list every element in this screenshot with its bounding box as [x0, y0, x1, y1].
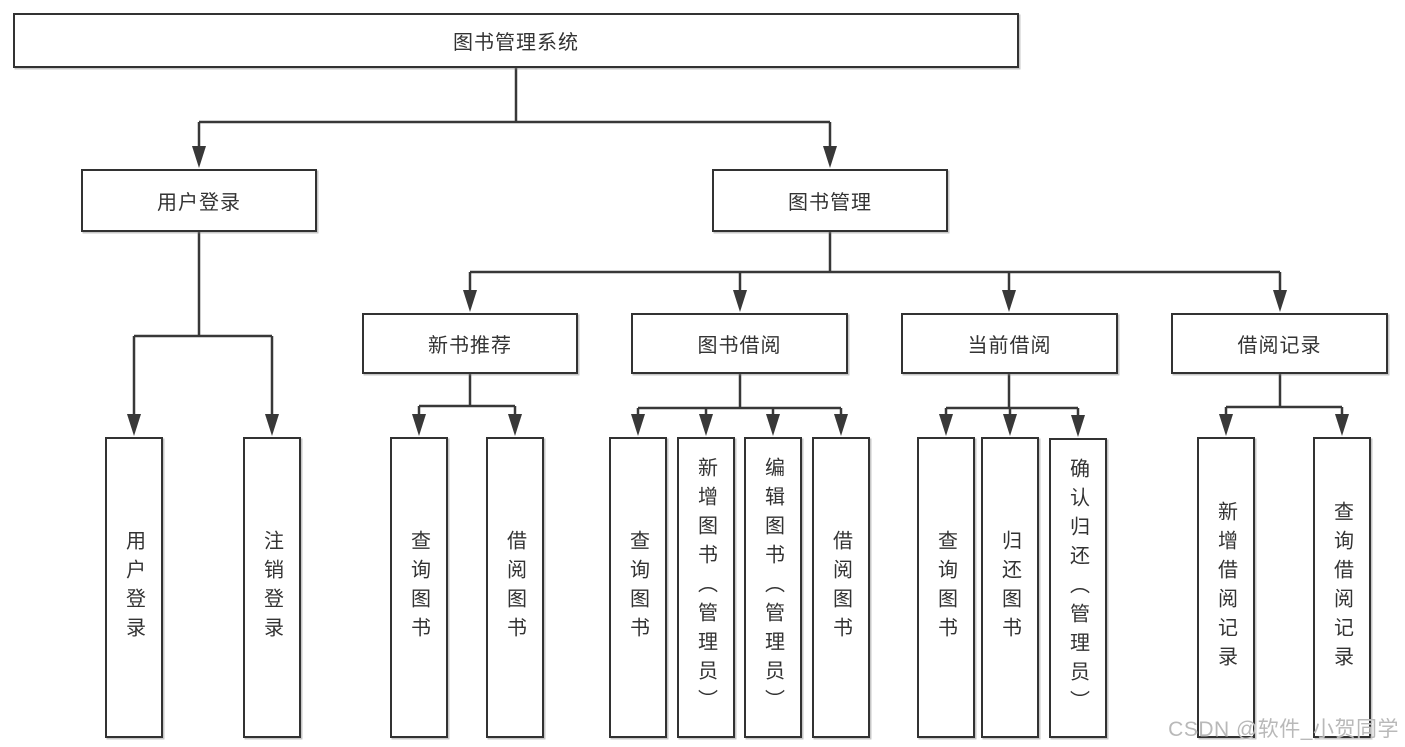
leaf-borrow-books-recommend: 借阅图书 [486, 437, 544, 738]
leaf-query-borrow-record: 查询借阅记录 [1313, 437, 1371, 738]
leaf-user-login-label: 用户登录 [122, 529, 145, 646]
node-borrowing-records: 借阅记录 [1171, 313, 1388, 374]
arrowhead-icon [508, 414, 522, 436]
arrowhead-icon [1273, 290, 1287, 312]
leaf-confirm-return-admin: 确认归还（管理员） [1049, 438, 1107, 738]
node-book-management: 图书管理 [712, 169, 948, 232]
node-new-book-recommend: 新书推荐 [362, 313, 578, 374]
node-borrowing-records-label: 借阅记录 [1237, 335, 1322, 357]
leaf-query-books-recommend: 查询图书 [390, 437, 448, 738]
node-current-borrowing: 当前借阅 [901, 313, 1118, 374]
leaf-edit-book-admin-label: 编辑图书（管理员） [761, 457, 784, 718]
leaf-borrow-books-borrowing-label: 借阅图书 [829, 529, 852, 646]
node-user-login: 用户登录 [81, 169, 317, 232]
leaf-edit-book-admin: 编辑图书（管理员） [744, 437, 802, 738]
arrowhead-icon [192, 146, 206, 168]
leaf-return-books: 归还图书 [981, 437, 1039, 738]
arrowhead-icon [823, 146, 837, 168]
arrowhead-icon [1219, 414, 1233, 436]
leaf-borrow-books-borrowing: 借阅图书 [812, 437, 870, 738]
arrowhead-icon [265, 414, 279, 436]
arrowhead-icon [1002, 290, 1016, 312]
node-book-management-label: 图书管理 [788, 192, 872, 214]
leaf-return-books-label: 归还图书 [998, 529, 1021, 646]
leaf-query-books-current-label: 查询图书 [934, 529, 957, 646]
leaf-add-book-admin: 新增图书（管理员） [677, 437, 735, 738]
arrowhead-icon [766, 414, 780, 436]
leaf-borrow-books-recommend-label: 借阅图书 [503, 529, 526, 646]
node-current-borrowing-label: 当前借阅 [967, 335, 1052, 357]
node-book-borrowing-label: 图书借阅 [697, 335, 782, 357]
leaf-add-borrow-record-label: 新增借阅记录 [1214, 500, 1237, 675]
arrowhead-icon [834, 414, 848, 436]
leaf-add-borrow-record: 新增借阅记录 [1197, 437, 1255, 738]
watermark: CSDN @软件_小贺同学 [1168, 718, 1399, 741]
node-user-login-label: 用户登录 [157, 192, 241, 214]
node-book-borrowing: 图书借阅 [631, 313, 848, 374]
arrowhead-icon [463, 290, 477, 312]
arrowhead-icon [733, 290, 747, 312]
arrowhead-icon [1003, 414, 1017, 436]
arrowhead-icon [1335, 414, 1349, 436]
leaf-query-books-recommend-label: 查询图书 [407, 529, 430, 646]
leaf-query-borrow-record-label: 查询借阅记录 [1330, 500, 1353, 675]
leaf-logout-login: 注销登录 [243, 437, 301, 738]
leaf-add-book-admin-label: 新增图书（管理员） [694, 457, 717, 718]
leaf-confirm-return-admin-label: 确认归还（管理员） [1066, 457, 1089, 719]
leaf-query-books-borrowing-label: 查询图书 [626, 529, 649, 646]
arrowhead-icon [631, 414, 645, 436]
arrowhead-icon [699, 414, 713, 436]
node-new-book-recommend-label: 新书推荐 [428, 335, 512, 357]
leaf-query-books-current: 查询图书 [917, 437, 975, 738]
node-library-system-label: 图书管理系统 [453, 32, 579, 54]
arrowhead-icon [939, 414, 953, 436]
arrowhead-icon [412, 414, 426, 436]
arrowhead-icon [1071, 415, 1085, 437]
leaf-user-login: 用户登录 [105, 437, 163, 738]
leaf-logout-login-label: 注销登录 [260, 529, 283, 646]
leaf-query-books-borrowing: 查询图书 [609, 437, 667, 738]
node-library-system: 图书管理系统 [13, 13, 1019, 68]
arrowhead-icon [127, 414, 141, 436]
